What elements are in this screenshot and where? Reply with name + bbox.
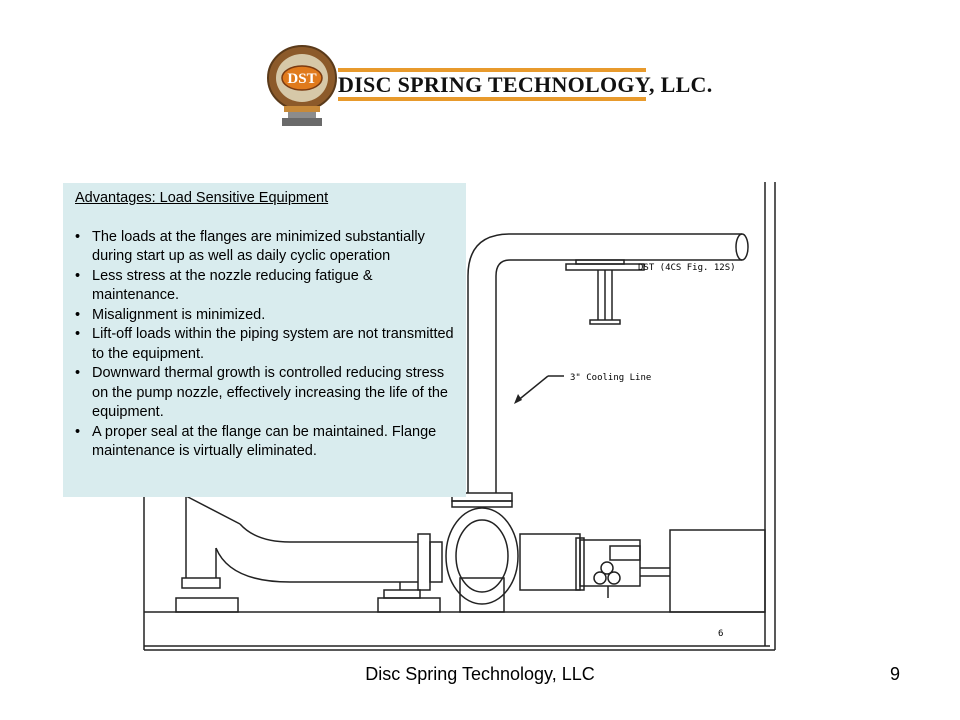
cooling-line-label: 3" Cooling Line — [570, 373, 651, 383]
page-number: 9 — [889, 664, 900, 684]
support-label: DST (4CS Fig. 12S) — [638, 263, 736, 273]
advantage-item: A proper seal at the flange can be maint… — [75, 423, 456, 462]
sheet-number: 6 — [718, 629, 723, 639]
logo-stripe-top — [338, 68, 646, 72]
advantage-item: Lift-off loads within the piping system … — [75, 325, 456, 364]
logo-stripe-bottom — [338, 97, 646, 101]
advantages-list: The loads at the flanges are minimized s… — [75, 228, 456, 462]
logo-badge-text: DST — [287, 71, 316, 87]
advantages-heading: Advantages: Load Sensitive Equipment — [75, 190, 329, 206]
logo-company-name: DISC SPRING TECHNOLOGY, LLC. — [338, 72, 713, 97]
company-logo: DST DISC SPRING TECHNOLOGY, LLC. — [262, 38, 712, 130]
advantage-item: Less stress at the nozzle reducing fatig… — [75, 267, 456, 306]
advantage-item: Downward thermal growth is controlled re… — [75, 364, 456, 423]
advantage-item: Misalignment is minimized. — [75, 306, 456, 326]
footer-company: Disc Spring Technology, LLC — [365, 664, 595, 684]
advantage-item: The loads at the flanges are minimized s… — [75, 228, 456, 267]
piping-diagram: DST (4CS Fig. 12S) 3" Cooling Line 6 — [143, 182, 776, 651]
dst-emblem-icon: DST — [267, 45, 337, 126]
advantages-box: Advantages: Load Sensitive Equipment The… — [63, 183, 466, 497]
